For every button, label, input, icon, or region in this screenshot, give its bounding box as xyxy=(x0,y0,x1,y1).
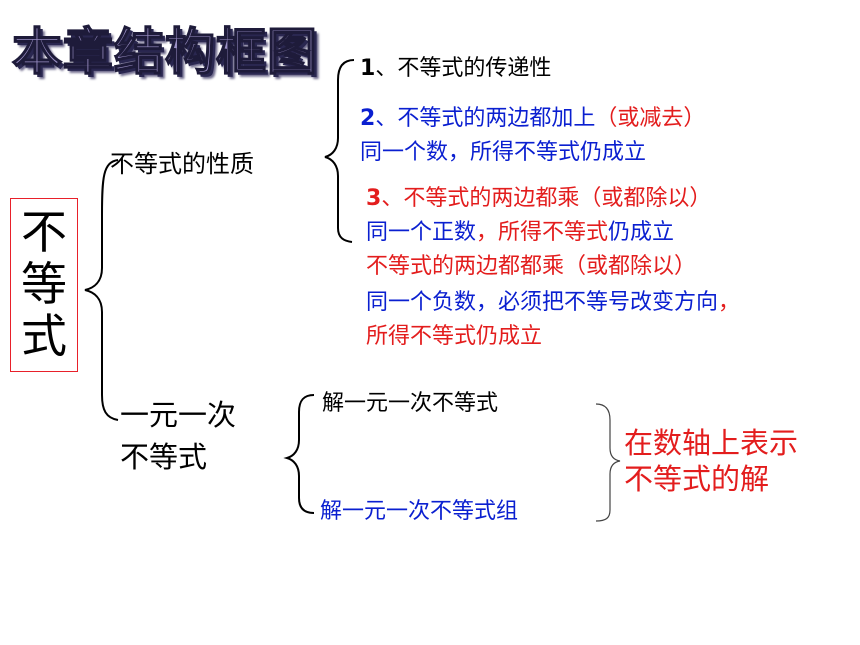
root-node: 不 等 式 xyxy=(10,198,78,372)
branch-linear-label-2: 不等式 xyxy=(120,440,208,474)
property-3-sep: 、 xyxy=(381,186,404,211)
properties-brace xyxy=(324,59,355,243)
branch-linear-label-1: 一元一次 xyxy=(120,398,237,432)
property-3-text-2c: 仍成立 xyxy=(608,220,675,245)
page-title: 本章结构框图 xyxy=(11,22,318,82)
linear-item-1: 解一元一次不等式 xyxy=(322,391,499,416)
property-3-line-2: 同一个正数，所得不等式仍成立 xyxy=(366,214,674,246)
linear-brace xyxy=(283,394,315,514)
result-line-2: 不等式的解 xyxy=(624,462,770,496)
property-3-text-4c: 改变方向 xyxy=(630,290,719,315)
property-2-sep: 、 xyxy=(375,106,398,131)
property-3-text-4b: 必须把不等号 xyxy=(498,290,631,315)
property-2-line-1: 2、不等式的两边都加上（或减去） xyxy=(360,100,705,132)
property-3-text-4d: ， xyxy=(718,290,741,315)
property-1: 1、不等式的传递性 xyxy=(360,50,551,82)
property-1-number: 1 xyxy=(360,56,376,81)
property-3-text-2a: 同一个正数 xyxy=(366,220,477,245)
result-brace xyxy=(595,403,621,522)
property-3-line-1: 3、不等式的两边都乘（或都除以） xyxy=(366,180,711,212)
main-brace xyxy=(84,159,119,421)
property-3-line-4: 同一个负数，必须把不等号改变方向， xyxy=(366,284,740,316)
property-3-text-2b: ，所得不等式 xyxy=(476,220,609,245)
property-1-sep: 、 xyxy=(375,56,398,81)
property-2-number: 2 xyxy=(360,106,376,131)
property-2-text-a: 不等式的两边都加上 xyxy=(397,106,596,131)
branch-properties-label: 不等式的性质 xyxy=(110,150,254,178)
property-3-line-3: 不等式的两边都都乘（或都除以） xyxy=(366,254,697,279)
root-char-2: 等 xyxy=(21,257,67,311)
property-2-text-b: （或减去） xyxy=(595,106,706,131)
root-char-3: 式 xyxy=(21,309,67,363)
property-3-line-5: 所得不等式仍成立 xyxy=(366,324,543,349)
result-line-1: 在数轴上表示 xyxy=(624,426,799,460)
root-char-1: 不 xyxy=(21,205,67,259)
property-2-line-2: 同一个数，所得不等式仍成立 xyxy=(360,140,647,165)
property-3-number: 3 xyxy=(366,186,382,211)
property-1-text: 不等式的传递性 xyxy=(397,56,552,81)
property-3-text-4a: 同一个负数， xyxy=(366,290,499,315)
property-3-text-1: 不等式的两边都乘（或都除以） xyxy=(403,186,712,211)
linear-item-2: 解一元一次不等式组 xyxy=(320,499,519,524)
